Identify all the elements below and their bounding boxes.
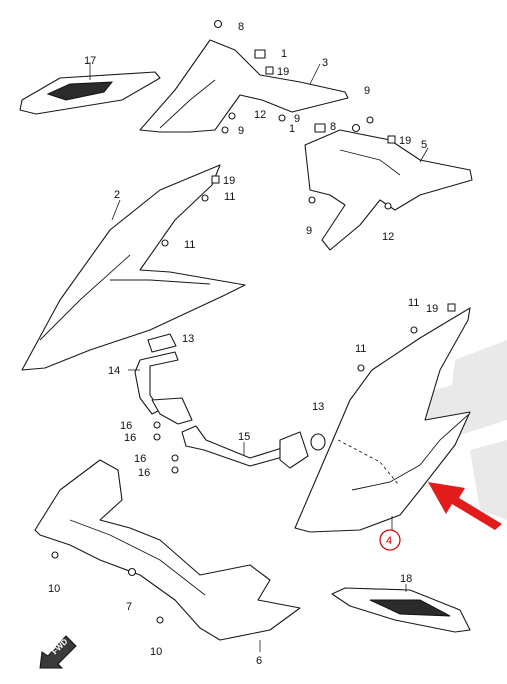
part-16-bolt xyxy=(153,433,161,441)
callout-8: 8 xyxy=(330,121,336,133)
part-4-side-cowl xyxy=(294,307,471,533)
callout-9: 9 xyxy=(364,85,370,97)
callout-9: 9 xyxy=(306,225,312,237)
part-16-bolt xyxy=(171,466,179,474)
callout-4-highlight: 4 xyxy=(379,529,401,551)
callout-11: 11 xyxy=(224,191,235,203)
callout-6: 6 xyxy=(256,655,262,667)
callout-19: 19 xyxy=(426,303,438,315)
part-1-nut xyxy=(254,49,266,59)
callout-19: 19 xyxy=(277,66,289,78)
callout-16: 16 xyxy=(134,453,146,465)
callout-16: 16 xyxy=(120,420,132,432)
part-2-cowl-panel xyxy=(21,164,246,371)
square-marker-icon xyxy=(447,303,456,312)
callout-3: 3 xyxy=(322,57,328,69)
callout-5: 5 xyxy=(421,139,427,151)
callout-18: 18 xyxy=(400,573,412,585)
callout-15: 15 xyxy=(238,431,250,443)
fasteners xyxy=(51,19,418,624)
callout-8: 8 xyxy=(238,21,244,33)
callout-1: 1 xyxy=(289,123,295,135)
fwd-arrow-icon: FWD xyxy=(39,635,77,669)
callout-11: 11 xyxy=(184,239,195,251)
square-marker-icon xyxy=(387,135,396,144)
part-16-bolt xyxy=(171,454,179,462)
part-7-bolt xyxy=(127,567,137,577)
part-8-grommet xyxy=(351,123,361,133)
callout-12: 12 xyxy=(254,109,266,121)
callout-11: 11 xyxy=(408,297,419,309)
callout-12: 12 xyxy=(382,231,394,243)
part-12-clip xyxy=(384,202,392,210)
part-9-screw xyxy=(308,196,316,204)
callout-1: 1 xyxy=(281,48,287,60)
callout-2: 2 xyxy=(114,189,120,201)
callouts: 8 1 19 3 17 9 9 12 9 1 8 19 5 19 11 2 9 … xyxy=(48,21,456,667)
part-3-upper-cover xyxy=(139,39,349,133)
callout-10: 10 xyxy=(150,646,162,658)
part-11-nut xyxy=(357,364,365,372)
part-11-nut xyxy=(161,239,169,247)
part-14-stay xyxy=(128,333,193,425)
part-17-emblem xyxy=(19,62,161,115)
highlight-circle xyxy=(379,529,401,551)
part-1-nut xyxy=(314,123,326,133)
arrow-right-down-icon xyxy=(428,482,502,530)
part-16-bolt xyxy=(153,421,161,429)
callout-9: 9 xyxy=(294,113,300,125)
callout-14: 14 xyxy=(108,365,120,377)
part-9-screw xyxy=(221,126,229,134)
part-11-nut xyxy=(201,194,209,202)
callout-13: 13 xyxy=(182,333,194,345)
part-6-lower-cowl xyxy=(34,459,301,652)
callout-11: 11 xyxy=(355,343,366,355)
part-18-emblem xyxy=(331,584,471,633)
callout-9: 9 xyxy=(238,125,244,137)
callout-16: 16 xyxy=(138,467,150,479)
callout-10: 10 xyxy=(48,583,60,595)
callout-19: 19 xyxy=(223,175,235,187)
square-marker-icon xyxy=(265,66,274,75)
part-9-screw xyxy=(366,116,374,124)
part-11-nut xyxy=(410,326,418,334)
part-12-clip xyxy=(228,112,236,120)
callout-13: 13 xyxy=(312,401,324,413)
part-15-cable xyxy=(181,425,326,469)
square-marker-icon xyxy=(211,175,220,184)
callout-4: 4 xyxy=(386,535,392,547)
part-9-screw xyxy=(278,114,286,122)
callout-19: 19 xyxy=(399,135,411,147)
part-10-screw xyxy=(156,616,164,624)
callout-16: 16 xyxy=(124,432,136,444)
callout-17: 17 xyxy=(84,55,96,67)
part-8-grommet xyxy=(213,19,223,29)
callout-7: 7 xyxy=(126,601,132,613)
part-10-screw xyxy=(51,551,59,559)
